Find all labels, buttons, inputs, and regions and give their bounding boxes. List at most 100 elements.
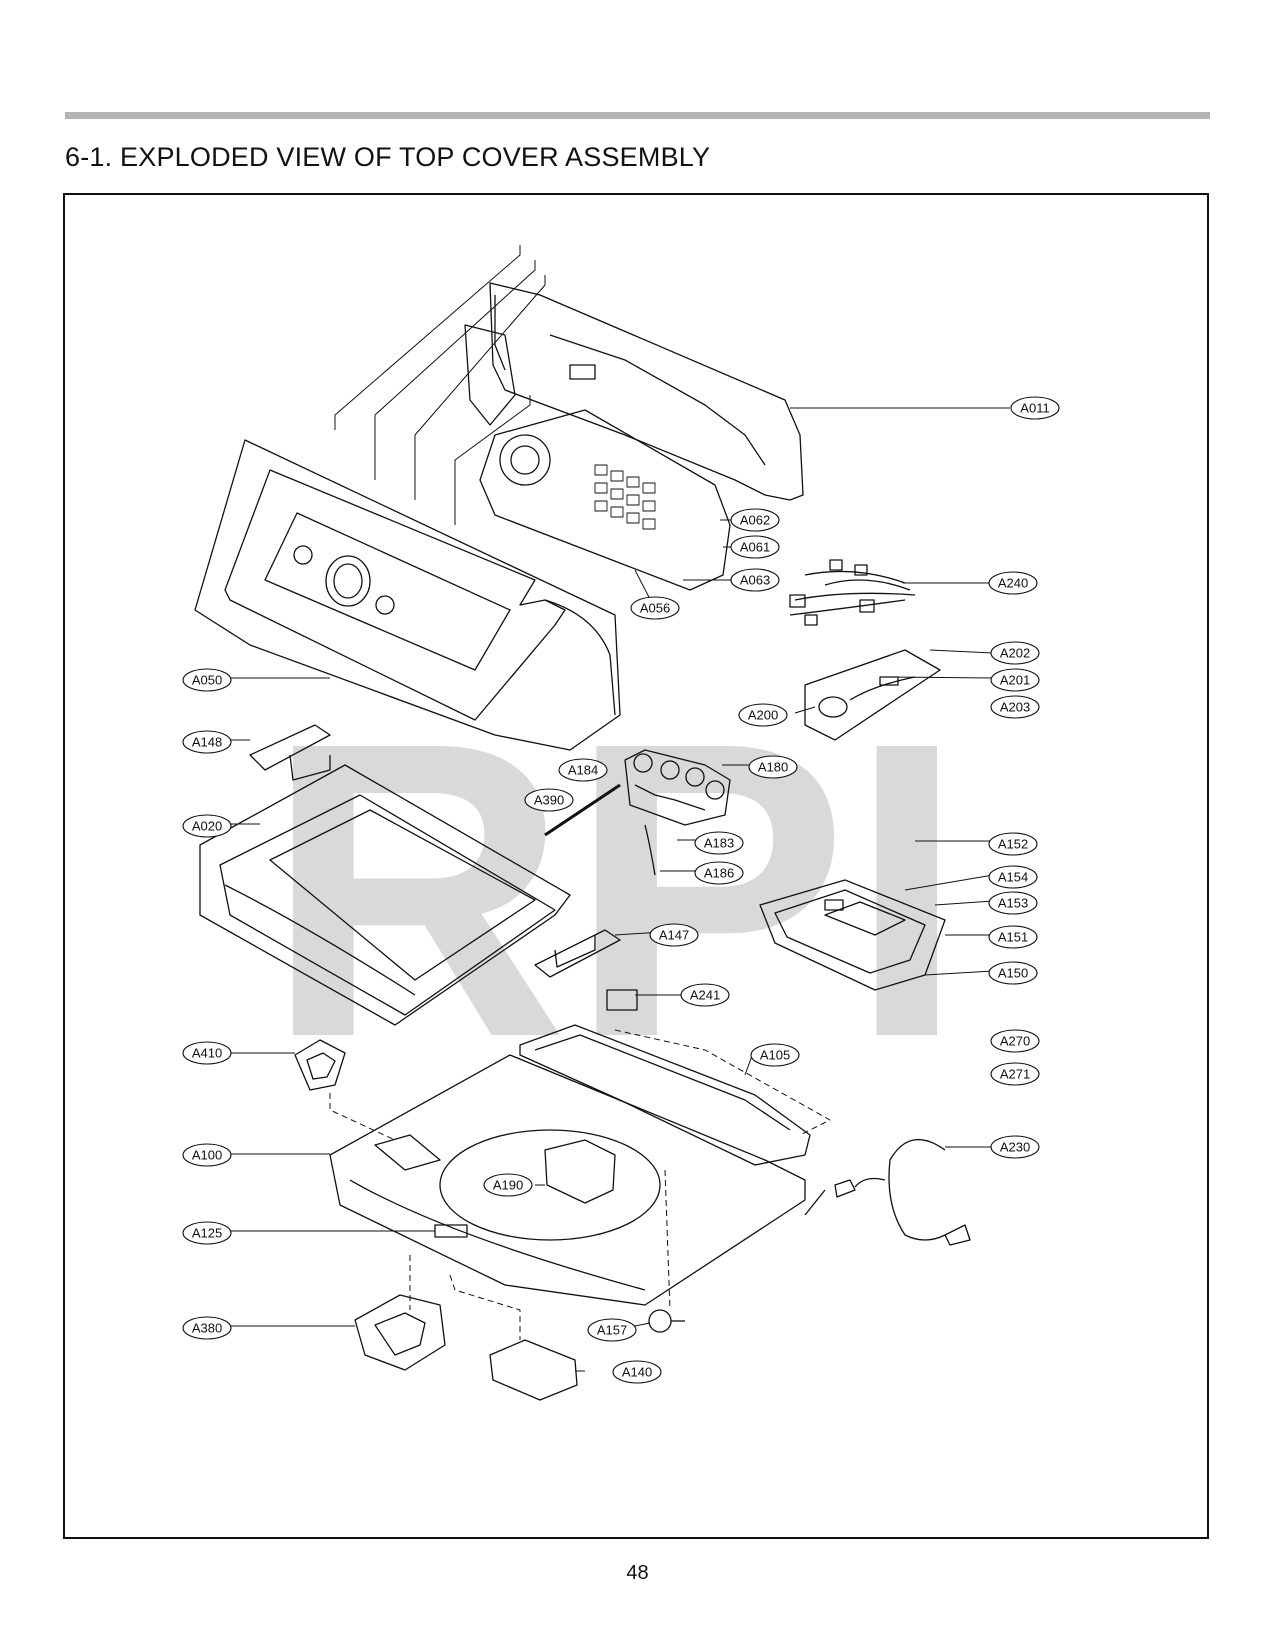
callout-a011: A011 [1010,396,1060,420]
page-title: 6-1. EXPLODED VIEW OF TOP COVER ASSEMBLY [65,142,711,172]
callout-oval [182,668,232,692]
callout-a056: A056 [630,596,680,620]
callout-a180: A180 [748,755,798,779]
part-label: A380 [192,1321,222,1336]
callout-oval [182,730,232,754]
callout-oval [990,1029,1040,1053]
dashed-guides [329,1029,831,1340]
module-a140-part [489,1339,578,1401]
callout-a062: A062 [730,508,780,532]
control-board-part [464,324,731,591]
callout-oval [730,535,780,559]
callout-oval [988,961,1038,985]
callout-a151: A151 [988,925,1038,949]
part-label: A180 [758,760,788,775]
callout-oval [694,831,744,855]
part-label: A390 [534,793,564,808]
callout-oval [988,865,1038,889]
part-label: A203 [1000,700,1030,715]
callout-oval [730,568,780,592]
callout-a148: A148 [182,730,232,754]
callout-oval [182,1316,232,1340]
callout-oval [182,1143,232,1167]
callout-a270: A270 [990,1029,1040,1053]
callout-a153: A153 [988,891,1038,915]
callout-oval [612,1360,662,1384]
callout-oval [988,571,1038,595]
part-label: A062 [740,513,770,528]
part-label: A201 [1000,673,1030,688]
callout-a230: A230 [990,1135,1040,1159]
callout-a020: A020 [182,814,232,838]
callout-a157: A157 [587,1318,637,1342]
lid-part [199,764,571,1026]
top-cover-part [329,1054,806,1306]
control-panel-cover-part [194,439,621,751]
part-label: A147 [659,928,689,943]
part-label: A240 [998,576,1028,591]
callout-oval [990,641,1040,665]
callout-a061: A061 [730,535,780,559]
part-label: A157 [597,1323,627,1338]
callout-a154: A154 [988,865,1038,889]
callout-oval [182,814,232,838]
rear-panel-part [489,282,804,501]
cap-a410-part [294,1039,346,1091]
exploded-view-diagram: RPI [182,245,1060,1401]
part-label: A184 [568,763,598,778]
callout-a186: A186 [694,861,744,885]
callout-oval [990,1062,1040,1086]
part-label: A151 [998,930,1028,945]
callout-a380: A380 [182,1316,232,1340]
connector-a241-part [606,989,638,1011]
part-label: A063 [740,573,770,588]
callout-a183: A183 [694,831,744,855]
part-label: A152 [998,837,1028,852]
part-label: A270 [1000,1034,1030,1049]
callout-a150: A150 [988,961,1038,985]
callout-oval [738,703,788,727]
callout-a203: A203 [990,695,1040,719]
callout-oval [649,923,699,947]
callout-a390: A390 [524,788,574,812]
dispenser-a190-part [544,1139,616,1204]
part-label: A140 [622,1365,652,1380]
part-label: A020 [192,819,222,834]
pump-a380-part [354,1294,446,1371]
callout-oval [680,983,730,1007]
part-label: A200 [748,708,778,723]
callout-oval [558,758,608,782]
callout-oval [988,832,1038,856]
part-label: A125 [192,1226,222,1241]
callout-oval [750,1043,800,1067]
part-label: A190 [493,1178,523,1193]
part-label: A154 [998,870,1028,885]
callout-a140: A140 [612,1360,662,1384]
callout-a201: A201 [990,668,1040,692]
callout-oval [1010,396,1060,420]
callout-a063: A063 [730,568,780,592]
part-label: A183 [704,836,734,851]
diagram-frame: RPI [63,193,1209,1539]
callout-a410: A410 [182,1041,232,1065]
part-label: A100 [192,1148,222,1163]
callout-a200: A200 [738,703,788,727]
part-label: A186 [704,866,734,881]
callout-oval [524,788,574,812]
callout-a100: A100 [182,1143,232,1167]
callout-a050: A050 [182,668,232,692]
bracket-a148-part [249,724,331,781]
part-label: A050 [192,673,222,688]
callout-a240: A240 [988,571,1038,595]
callout-oval [990,695,1040,719]
callout-a147: A147 [649,923,699,947]
bracket-a147-part [534,929,621,978]
callout-oval [587,1318,637,1342]
part-label: A241 [690,988,720,1003]
part-label: A410 [192,1046,222,1061]
callout-a202: A202 [990,641,1040,665]
callout-oval [748,755,798,779]
part-label: A153 [998,896,1028,911]
callout-oval [988,925,1038,949]
callout-a271: A271 [990,1062,1040,1086]
